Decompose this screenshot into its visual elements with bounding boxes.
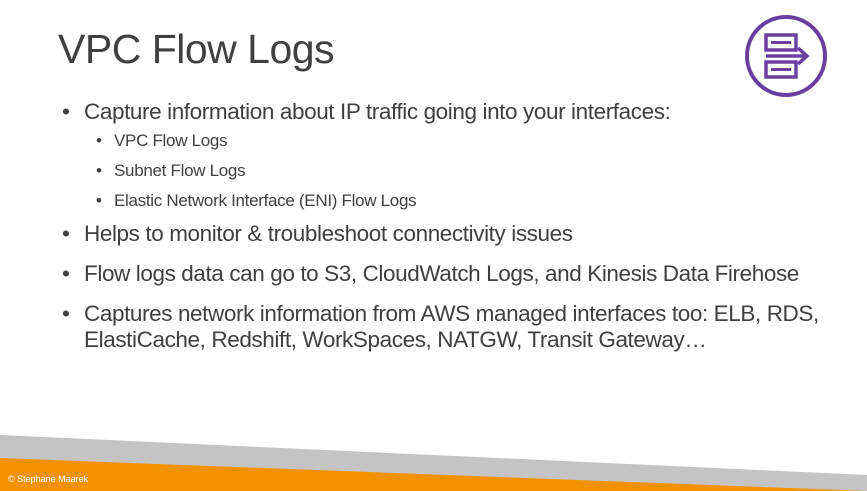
bullet-list: Capture information about IP traffic goi…: [62, 99, 852, 367]
vpc-flow-logs-icon: [745, 15, 827, 97]
bullet-item: Helps to monitor & troubleshoot connecti…: [62, 221, 852, 247]
sub-bullet-item: VPC Flow Logs: [96, 131, 852, 151]
sub-bullet-list: VPC Flow Logs Subnet Flow Logs Elastic N…: [84, 131, 852, 211]
copyright-text: © Stephane Maarek: [8, 474, 89, 484]
bullet-item: Capture information about IP traffic goi…: [62, 99, 852, 211]
bullet-text: Capture information about IP traffic goi…: [84, 99, 671, 124]
bullet-text: Helps to monitor & troubleshoot connecti…: [84, 221, 573, 246]
footer-decoration: [0, 435, 867, 491]
footer-orange-band: [0, 458, 867, 491]
bullet-text: Captures network information from AWS ma…: [84, 301, 819, 352]
sub-bullet-item: Elastic Network Interface (ENI) Flow Log…: [96, 191, 852, 211]
bullet-item: Captures network information from AWS ma…: [62, 301, 852, 353]
bullet-text: Flow logs data can go to S3, CloudWatch …: [84, 261, 799, 286]
sub-bullet-item: Subnet Flow Logs: [96, 161, 852, 181]
bullet-item: Flow logs data can go to S3, CloudWatch …: [62, 261, 852, 287]
slide-title: VPC Flow Logs: [58, 26, 335, 72]
